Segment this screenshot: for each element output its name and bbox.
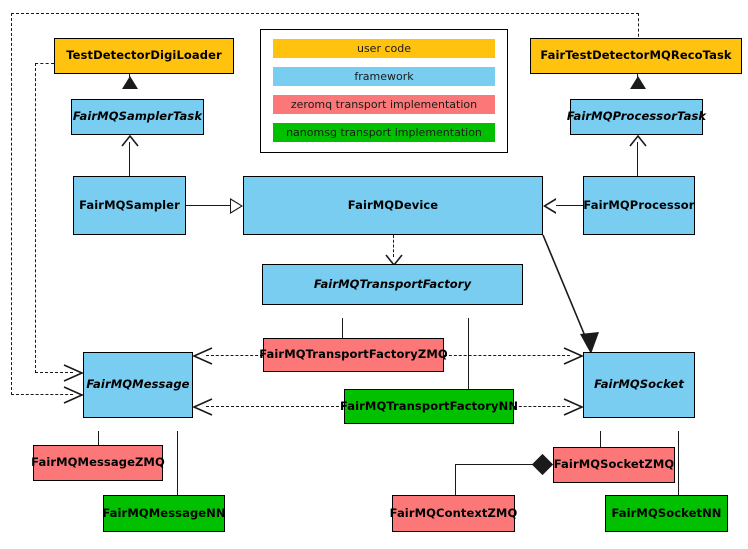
generalization-arrow-samplertask-fill [124, 92, 136, 102]
node-fairmq-message-zmq[interactable]: FairMQMessageZMQ [31, 445, 165, 481]
edge-transportfactorynn-to-message [206, 406, 344, 407]
dependency-edge-top-rail-drop-right [638, 13, 639, 42]
node-fairmq-socket-zmq[interactable]: FairMQSocketZMQ [553, 447, 675, 483]
node-fairmq-processor[interactable]: FairMQProcessor [583, 176, 695, 235]
edge-transportfactoryzmq-to-message [206, 355, 263, 356]
legend-label-zeromq: zeromq transport implementation [290, 98, 478, 111]
node-label-fairmq-transport-factory-zmq: FairMQTransportFactoryZMQ [259, 347, 448, 362]
edge-sampler-to-device [186, 205, 230, 207]
node-label-fairmq-message-nn: FairMQMessageNN [102, 505, 226, 520]
generalization-arrow-socket-left-fill [595, 421, 607, 431]
node-fairmq-sampler-task[interactable]: FairMQSamplerTask [71, 99, 204, 135]
arrowhead-into-message-upper [63, 364, 84, 382]
edge-transportfactoryzmq-to-socket [444, 355, 570, 356]
dependency-edge-left-rail-outer [11, 13, 12, 395]
generalization-arrow-transportfactory-right-fill [463, 308, 475, 318]
node-label-fairmq-message: FairMQMessage [86, 377, 190, 392]
generalization-arrow-socket-right-fill [673, 421, 685, 431]
node-label-fairmq-socket: FairMQSocket [594, 377, 684, 392]
edge-socketzmq-to-contextzmq-horizontal [455, 464, 545, 466]
edge-transportfactorynn-to-transportfactory [468, 318, 470, 389]
legend-item-user-code: user code [273, 39, 495, 58]
edge-socketnn-to-socket [678, 431, 680, 495]
node-fairmq-context-zmq[interactable]: FairMQContextZMQ [389, 495, 518, 532]
legend-item-zeromq: zeromq transport implementation [273, 95, 495, 114]
node-label-test-detector-digi-loader: TestDetectorDigiLoader [66, 48, 222, 63]
node-label-fairmq-sampler: FairMQSampler [79, 197, 180, 212]
node-fairmq-socket[interactable]: FairMQSocket [583, 352, 695, 418]
edge-device-to-socket [542, 234, 599, 354]
legend-item-framework: framework [273, 67, 495, 86]
edge-messagenn-to-message [177, 431, 179, 495]
node-fairmq-sampler[interactable]: FairMQSampler [73, 176, 186, 235]
arrowhead-transportfactorynn-to-message [192, 398, 213, 416]
node-fairmq-transport-factory[interactable]: FairMQTransportFactory [262, 264, 523, 305]
generalization-arrow-device-right-fill [546, 200, 556, 212]
edge-processor-to-processortask [637, 142, 639, 176]
node-fairmq-device[interactable]: FairMQDevice [243, 176, 543, 235]
edge-transportfactorynn-to-socket [514, 406, 570, 407]
legend-item-nanomsg: nanomsg transport implementation [273, 123, 495, 142]
edge-socketzmq-to-socket [600, 431, 602, 447]
node-label-fairmq-processor: FairMQProcessor [583, 197, 695, 212]
dependency-edge-reco-to-message [11, 394, 73, 395]
node-label-fairmq-socket-nn: FairMQSocketNN [611, 505, 722, 520]
dependency-edge-digiloader-stub [35, 63, 54, 64]
generalization-arrow-device-left-fill [231, 200, 241, 212]
edge-sampler-to-samplertask [129, 142, 131, 176]
arrowhead-transportfactorynn-to-socket [563, 398, 584, 416]
generalization-arrow-transportfactory-left-fill [337, 308, 349, 318]
node-label-fairmq-transport-factory: FairMQTransportFactory [313, 276, 472, 291]
node-fair-test-detector-mq-reco-task[interactable]: FairTestDetectorMQRecoTask [530, 38, 742, 74]
node-label-fairmq-transport-factory-nn: FairMQTransportFactoryNN [339, 398, 519, 413]
generalization-arrow-processortask-fill [632, 92, 644, 102]
color-legend: user code framework zeromq transport imp… [260, 29, 508, 153]
node-label-fair-test-detector-mq-reco-task: FairTestDetectorMQRecoTask [540, 48, 732, 63]
node-label-fairmq-context-zmq: FairMQContextZMQ [389, 505, 518, 520]
generalization-arrow-message-right-fill [172, 421, 184, 431]
edge-socketzmq-to-contextzmq-vertical [455, 464, 457, 496]
node-fairmq-socket-nn[interactable]: FairMQSocketNN [605, 495, 728, 532]
node-fairmq-message[interactable]: FairMQMessage [83, 352, 193, 418]
dependency-edge-digiloader-to-message [35, 372, 73, 373]
edge-device-to-transportfactory [393, 235, 394, 257]
edge-processor-to-device [556, 205, 583, 207]
arrowhead-sampler-to-samplertask [121, 134, 139, 147]
edge-messagezmq-to-message [98, 431, 100, 445]
node-label-fairmq-processor-task: FairMQProcessorTask [566, 109, 707, 124]
arrowhead-into-message-lower [63, 386, 84, 404]
legend-label-framework: framework [354, 70, 414, 83]
node-fairmq-transport-factory-zmq[interactable]: FairMQTransportFactoryZMQ [259, 338, 448, 372]
node-test-detector-digi-loader[interactable]: TestDetectorDigiLoader [54, 38, 234, 74]
node-label-fairmq-message-zmq: FairMQMessageZMQ [31, 455, 165, 470]
node-fairmq-message-nn[interactable]: FairMQMessageNN [102, 495, 226, 532]
edge-transportfactoryzmq-to-transportfactory [342, 318, 344, 338]
node-label-fairmq-device: FairMQDevice [347, 197, 439, 212]
node-fairmq-transport-factory-nn[interactable]: FairMQTransportFactoryNN [340, 389, 518, 424]
node-fairmq-processor-task[interactable]: FairMQProcessorTask [566, 99, 707, 135]
arrowhead-transportfactoryzmq-to-message [192, 347, 213, 365]
node-label-fairmq-sampler-task: FairMQSamplerTask [72, 109, 203, 124]
composition-diamond-socketzmq [531, 453, 554, 476]
generalization-arrow-message-left-fill [93, 421, 105, 431]
legend-label-user-code: user code [356, 42, 412, 55]
node-label-fairmq-socket-zmq: FairMQSocketZMQ [553, 457, 675, 472]
dependency-edge-left-rail-inner [35, 63, 36, 373]
dependency-edge-top-rail [11, 13, 639, 14]
legend-label-nanomsg: nanomsg transport implementation [286, 126, 482, 139]
arrowhead-transportfactoryzmq-to-socket [563, 347, 584, 365]
arrowhead-processor-to-processortask [629, 134, 647, 147]
